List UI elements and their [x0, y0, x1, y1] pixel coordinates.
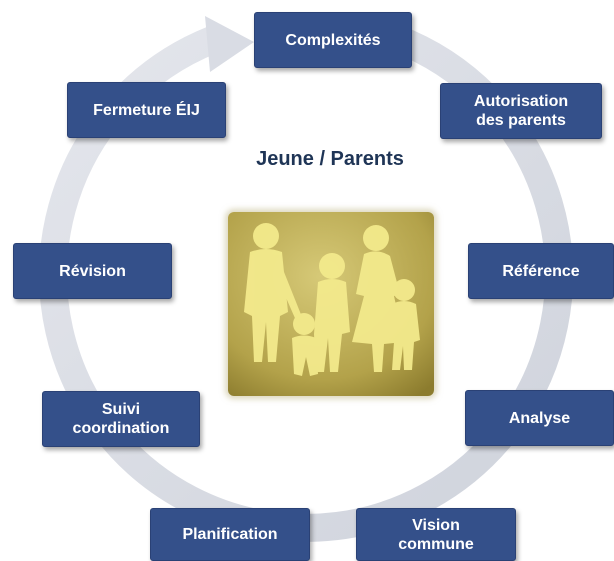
step-autorisation-des-parents: Autorisation des parents — [440, 83, 602, 139]
step-label: Autorisation des parents — [473, 93, 569, 129]
family-silhouette-icon — [228, 212, 434, 396]
center-title: Jeune / Parents — [256, 148, 404, 170]
step-vision-commune: Vision commune — [356, 508, 516, 561]
step-reference: Référence — [468, 243, 614, 299]
step-label: Fermeture ÉIJ — [93, 101, 200, 119]
step-label: Référence — [502, 262, 580, 280]
step-suivi-coordination: Suivi coordination — [42, 391, 200, 447]
step-planification: Planification — [150, 508, 310, 561]
cycle-arrow-head — [205, 16, 254, 72]
step-label: Analyse — [508, 409, 571, 427]
step-label: Révision — [59, 262, 126, 280]
step-label: Complexités — [285, 31, 381, 49]
step-fermeture-eij: Fermeture ÉIJ — [67, 82, 226, 138]
step-analyse: Analyse — [465, 390, 614, 446]
step-revision: Révision — [13, 243, 172, 299]
step-label: Planification — [182, 526, 278, 543]
step-complexites: Complexités — [254, 12, 412, 68]
step-label: Vision commune — [398, 516, 474, 553]
step-label: Suivi coordination — [72, 401, 170, 437]
